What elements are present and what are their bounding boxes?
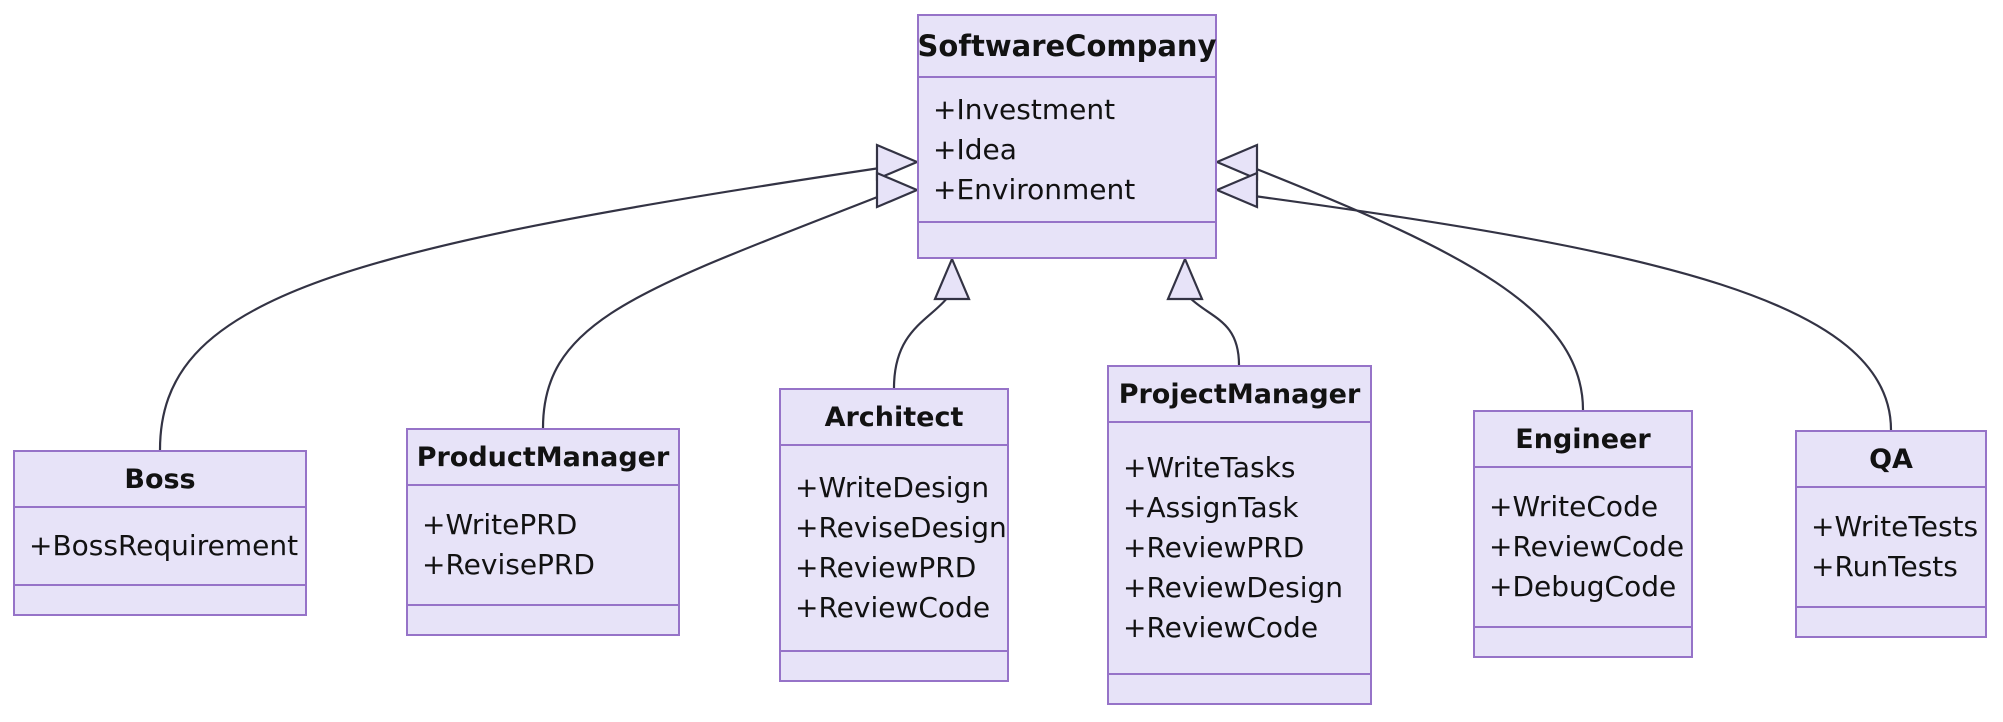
uml-class-engineer[interactable]: Engineer +WriteCode +ReviewCode +DebugCode [1473,410,1693,658]
class-methods-productmanager [408,606,678,634]
uml-class-qa[interactable]: QA +WriteTests +RunTests [1795,430,1987,638]
class-attribute: +WriteCode [1489,490,1659,523]
class-attribute: +ReviewDesign [1123,571,1344,604]
class-attributes-softwarecompany: +Investment +Idea +Environment [919,78,1215,223]
class-methods-architect [781,652,1007,680]
class-methods-softwarecompany [919,223,1215,257]
hollow-triangle-arrowhead-icon [1214,143,1259,181]
hollow-triangle-arrowhead-icon [875,171,920,209]
generalization-edge-architect [892,256,971,389]
hollow-triangle-arrowhead-icon [1214,171,1259,209]
class-title-qa: QA [1797,432,1985,488]
class-attribute: +WritePRD [422,508,578,541]
class-attribute: +RevisePRD [422,548,595,581]
hollow-triangle-arrowhead-icon [933,256,971,301]
generalization-edge-projectmanager [1166,256,1241,366]
uml-class-architect[interactable]: Architect +WriteDesign +ReviseDesign +Revie… [779,388,1009,682]
edge-line [892,296,949,389]
class-methods-boss [15,586,305,614]
class-attribute: +WriteTasks [1123,451,1296,484]
uml-class-productmanager[interactable]: ProductManager +WritePRD +RevisePRD [406,428,680,636]
class-attribute: +Investment [933,92,1116,126]
class-attribute: +ReviewCode [1123,611,1319,644]
class-title-softwarecompany: SoftwareCompany [918,16,1216,78]
class-attribute: +WriteDesign [795,471,990,504]
class-title-engineer: Engineer [1475,412,1691,468]
class-attributes-productmanager: +WritePRD +RevisePRD [408,486,678,606]
class-title-projectmanager: ProjectManager [1109,367,1370,423]
class-attribute: +RunTests [1811,550,1958,583]
class-attribute: +ReviewPRD [795,551,977,584]
hollow-triangle-arrowhead-icon [875,143,920,181]
class-attribute: +ReviewPRD [1123,531,1305,564]
class-attributes-architect: +WriteDesign +ReviseDesign +ReviewPRD +Revi… [781,446,1007,652]
uml-class-projectmanager[interactable]: ProjectManager +WriteTasks +AssignTask +Rev… [1107,365,1372,705]
class-methods-projectmanager [1109,675,1370,703]
class-title-architect: Architect [781,390,1007,446]
class-attribute: +BossRequirement [29,529,299,562]
class-attribute: +Idea [933,132,1017,166]
class-methods-engineer [1475,628,1691,656]
class-attribute: +AssignTask [1123,491,1299,524]
class-attribute: +Environment [933,172,1136,206]
class-title-productmanager: ProductManager [408,430,678,486]
class-attribute: +ReviewCode [795,591,991,624]
class-attributes-engineer: +WriteCode +ReviewCode +DebugCode [1475,468,1691,628]
class-attributes-qa: +WriteTests +RunTests [1797,488,1985,608]
edge-line [158,166,881,451]
class-methods-qa [1797,608,1985,636]
class-attribute: +WriteTests [1811,510,1979,543]
hollow-triangle-arrowhead-icon [1166,256,1204,301]
edge-line [1188,296,1241,366]
class-attributes-projectmanager: +WriteTasks +AssignTask +ReviewPRD +ReviewD… [1109,423,1370,675]
uml-class-softwarecompany[interactable]: SoftwareCompany +Investment +Idea +Environm… [917,14,1217,259]
class-attributes-boss: +BossRequirement [15,508,305,586]
class-attribute: +ReviewCode [1489,530,1685,563]
uml-class-boss[interactable]: Boss +BossRequirement [13,450,307,616]
class-attribute: +DebugCode [1489,570,1677,603]
class-attribute: +ReviseDesign [795,511,1007,544]
class-title-boss: Boss [15,452,305,508]
